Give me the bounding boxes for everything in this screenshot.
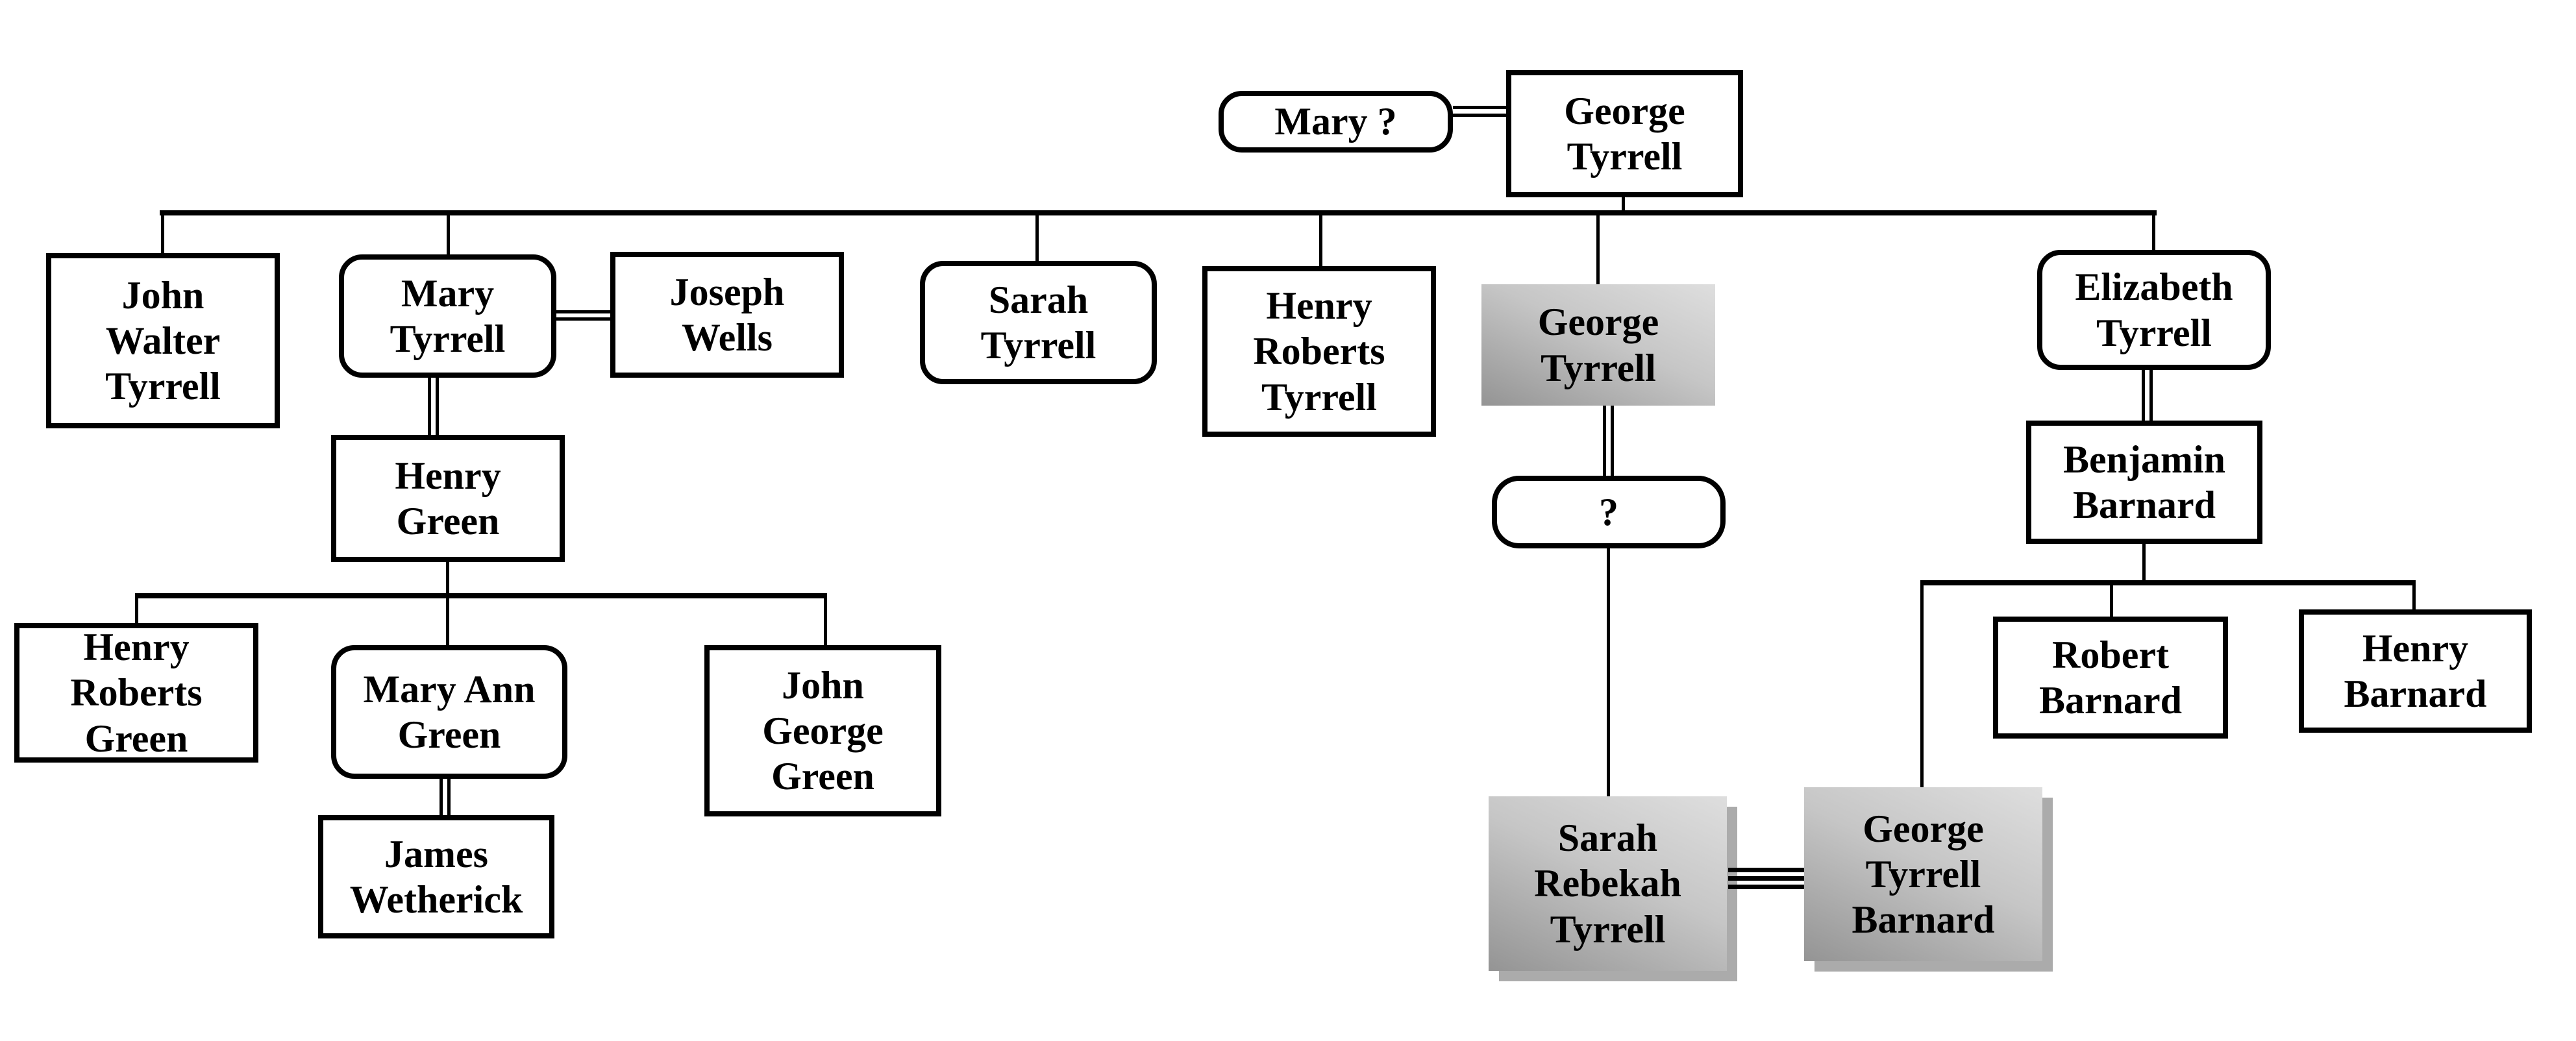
person-name: Henry Green: [395, 454, 501, 543]
person-node-george-tyrrell-barnard[interactable]: George Tyrrell Barnard: [1804, 787, 2042, 961]
descent-line-unknown-to-sarah-rebekah: [1607, 548, 1610, 796]
descent-line-henry-green: [446, 562, 449, 593]
person-name: ?: [1599, 490, 1618, 533]
person-node-henry-green[interactable]: Henry Green: [331, 435, 565, 562]
person-node-joseph-wells[interactable]: Joseph Wells: [610, 252, 844, 378]
person-name: Mary ?: [1274, 100, 1397, 143]
person-name: Robert Barnard: [2038, 633, 2183, 722]
drop-line-george-tyrrell-barnard: [1920, 585, 1924, 787]
marriage-line-elizabeth-benjamin: [2142, 370, 2145, 421]
person-name: Henry Barnard: [2344, 626, 2487, 715]
person-name: Elizabeth Tyrrell: [2075, 265, 2233, 354]
person-name: Mary Ann Green: [363, 667, 536, 756]
person-node-mary-unknown[interactable]: Mary ?: [1219, 91, 1453, 153]
drop-line-mary-tyrrell: [447, 215, 450, 254]
person-name: Mary Tyrrell: [390, 271, 506, 360]
drop-line-john-george-green: [824, 598, 827, 645]
sibling-rail-barnard: [1920, 580, 2416, 585]
person-node-mary-ann-green[interactable]: Mary Ann Green: [331, 645, 567, 779]
person-name: Henry Roberts Green: [70, 626, 203, 760]
person-name: John Walter Tyrrell: [105, 273, 221, 408]
person-name: Sarah Tyrrell: [980, 278, 1096, 367]
person-name: George Tyrrell: [1537, 300, 1659, 389]
person-node-henry-roberts-green[interactable]: Henry Roberts Green: [14, 623, 258, 763]
marriage-line-george-jr-unknown: [1611, 406, 1614, 476]
drop-line-henry-roberts-green: [135, 598, 138, 623]
marriage-line-sarah-rebekah-gtb: [1728, 876, 1804, 881]
descent-line-george-sr: [1622, 197, 1625, 214]
person-node-mary-tyrrell[interactable]: Mary Tyrrell: [339, 254, 556, 378]
person-name: John George Green: [762, 663, 884, 798]
marriage-line-mary-george-sr: [1453, 114, 1506, 117]
person-node-robert-barnard[interactable]: Robert Barnard: [1993, 617, 2228, 739]
person-name: James Wetherick: [349, 832, 523, 921]
marriage-line-sarah-rebekah-gtb: [1728, 868, 1804, 872]
sibling-rail-generation2: [160, 210, 2157, 215]
descent-line-benjamin-barnard: [2142, 544, 2146, 583]
drop-line-george-tyrrell-jr: [1596, 215, 1600, 284]
person-node-elizabeth-tyrrell[interactable]: Elizabeth Tyrrell: [2037, 250, 2271, 370]
person-name: Henry Roberts Tyrrell: [1253, 284, 1385, 419]
marriage-line-maryann-james: [447, 779, 451, 815]
person-node-benjamin-barnard[interactable]: Benjamin Barnard: [2026, 421, 2262, 544]
person-node-john-walter-tyrrell[interactable]: John Walter Tyrrell: [46, 253, 280, 428]
drop-line-john-walter: [161, 215, 164, 253]
person-node-unknown-spouse[interactable]: ?: [1492, 476, 1726, 548]
person-node-george-tyrrell-jr[interactable]: George Tyrrell: [1481, 284, 1715, 406]
marriage-line-maryt-joseph: [556, 317, 610, 321]
marriage-line-maryann-james: [440, 779, 443, 815]
person-node-sarah-rebekah-tyrrell[interactable]: Sarah Rebekah Tyrrell: [1489, 796, 1727, 971]
marriage-line-sarah-rebekah-gtb: [1728, 885, 1804, 889]
drop-line-henry-roberts-tyrrell: [1319, 215, 1322, 266]
descent-line-maryt-henry-green: [428, 378, 431, 435]
drop-line-robert-barnard: [2110, 585, 2113, 617]
person-node-john-george-green[interactable]: John George Green: [704, 645, 941, 816]
drop-line-henry-barnard: [2412, 585, 2416, 611]
person-name: George Tyrrell Barnard: [1852, 807, 1995, 942]
drop-line-elizabeth-tyrrell: [2152, 215, 2155, 250]
sibling-rail-green: [135, 593, 827, 598]
marriage-line-george-jr-unknown: [1603, 406, 1606, 476]
marriage-line-mary-george-sr: [1453, 106, 1506, 109]
person-node-henry-roberts-tyrrell[interactable]: Henry Roberts Tyrrell: [1202, 266, 1436, 437]
person-name: George Tyrrell: [1564, 89, 1685, 178]
person-node-henry-barnard[interactable]: Henry Barnard: [2299, 609, 2532, 733]
marriage-line-maryt-joseph: [556, 310, 610, 313]
person-node-sarah-tyrrell[interactable]: Sarah Tyrrell: [920, 261, 1157, 384]
drop-line-mary-ann-green: [446, 598, 449, 645]
drop-line-sarah-tyrrell: [1035, 215, 1039, 261]
person-name: Benjamin Barnard: [2062, 437, 2226, 526]
person-node-george-tyrrell-sr[interactable]: George Tyrrell: [1506, 70, 1743, 197]
person-node-james-wetherick[interactable]: James Wetherick: [318, 815, 554, 938]
person-name: Joseph Wells: [669, 270, 785, 359]
descent-line-maryt-henry-green: [436, 378, 439, 435]
person-name: Sarah Rebekah Tyrrell: [1534, 816, 1681, 951]
marriage-line-elizabeth-benjamin: [2149, 370, 2153, 421]
